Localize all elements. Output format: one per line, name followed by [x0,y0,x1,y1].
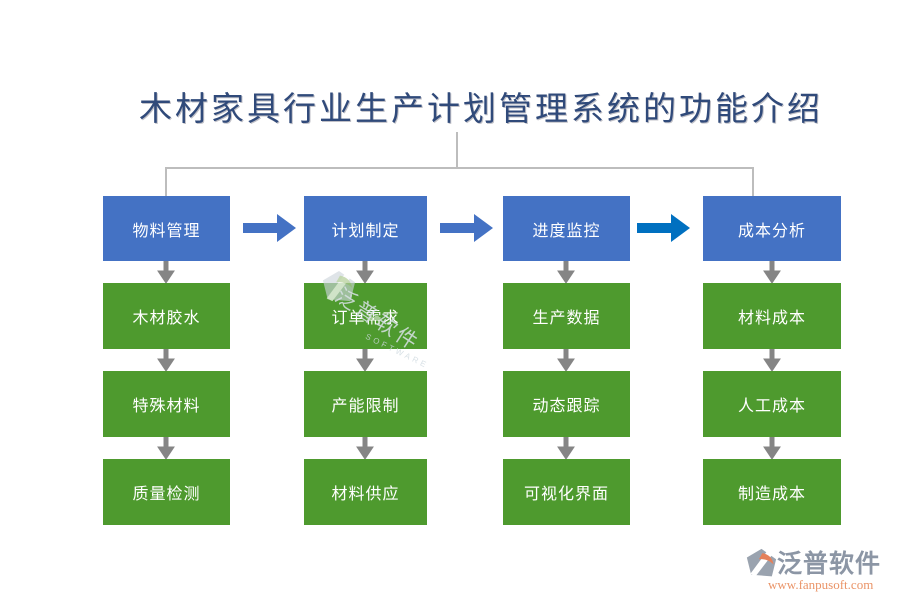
step-label: 质量检测 [132,486,201,503]
stage-header-plan-formulation: 计划制定 [304,196,427,261]
step-box: 产能限制 [304,371,427,437]
flow-arrow-down-icon [156,436,176,460]
stage-header-label: 进度监控 [532,222,601,240]
step-label: 木材胶水 [132,310,201,327]
step-label: 产能限制 [331,398,400,415]
flow-arrow-down-icon [762,260,782,284]
brand-name: 泛普软件 [777,549,882,578]
step-box: 动态跟踪 [503,371,630,437]
flow-arrow-right-icon [637,213,691,243]
step-box: 材料成本 [703,283,841,349]
step-label: 人工成本 [737,398,806,415]
page-title: 木材家具行业生产计划管理系统的功能介绍 [139,92,823,128]
flow-arrow-right-icon [440,213,494,243]
stage-header-progress-monitoring: 进度监控 [503,196,630,261]
step-label: 动态跟踪 [532,398,601,415]
flow-arrow-right-icon [243,213,297,243]
brand-url: www.fanpusoft.com [768,577,874,592]
step-box: 生产数据 [503,283,630,349]
step-box: 人工成本 [703,371,841,437]
step-label: 材料成本 [737,310,806,327]
flow-arrow-down-icon [762,348,782,372]
step-box: 木材胶水 [103,283,230,349]
step-label: 生产数据 [532,310,601,327]
step-box: 可视化界面 [503,459,630,525]
footer-brand: 泛普软件 www.fanpusoft.com [746,548,896,593]
flow-arrow-down-icon [762,436,782,460]
fanpu-logo-icon [746,548,777,577]
step-label: 制造成本 [737,486,806,503]
flow-arrow-down-icon [556,436,576,460]
flow-arrow-down-icon [355,348,375,372]
stage-header-label: 成本分析 [737,222,806,240]
step-box: 制造成本 [703,459,841,525]
stage-header-label: 物料管理 [132,222,201,240]
step-box: 订单需求 [304,283,427,349]
flow-arrow-down-icon [355,260,375,284]
flow-arrow-down-icon [556,348,576,372]
step-box: 材料供应 [304,459,427,525]
step-label: 特殊材料 [132,398,201,415]
step-label: 订单需求 [331,310,400,327]
step-label: 可视化界面 [523,486,609,503]
step-box: 特殊材料 [103,371,230,437]
step-box: 质量检测 [103,459,230,525]
stage-header-label: 计划制定 [331,222,400,240]
step-label: 材料供应 [331,486,400,503]
flow-arrow-down-icon [156,348,176,372]
stage-header-material-management: 物料管理 [103,196,230,261]
flow-arrow-down-icon [355,436,375,460]
flow-arrow-down-icon [556,260,576,284]
flow-arrow-down-icon [156,260,176,284]
stage-header-cost-analysis: 成本分析 [703,196,841,261]
